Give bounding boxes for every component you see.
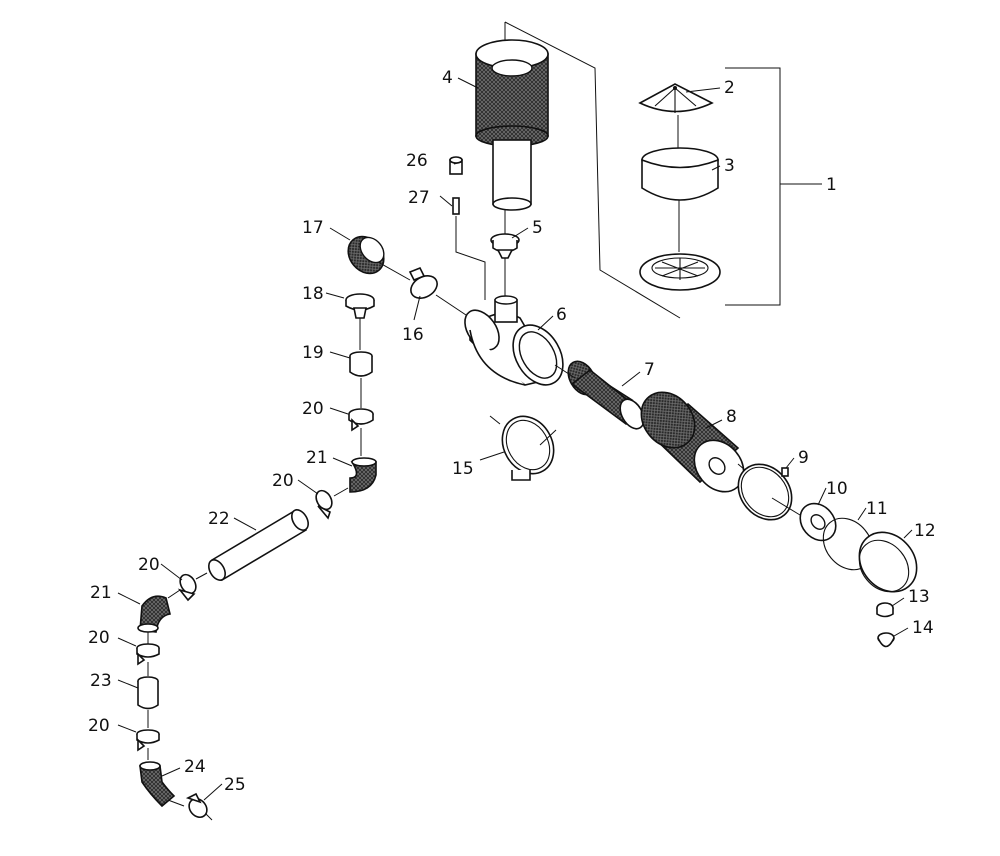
callout-12: 12 <box>914 521 936 541</box>
nut-13-cap-14 <box>876 602 895 648</box>
ring-part <box>641 147 719 252</box>
clamp-20-d <box>136 643 160 676</box>
callout-24: 24 <box>184 757 206 777</box>
elbow-21-a <box>333 457 377 497</box>
washer-10 <box>799 502 837 542</box>
callout-15: 15 <box>452 459 474 479</box>
callout-8: 8 <box>726 407 737 427</box>
callout-10: 10 <box>826 479 848 499</box>
mounting-strap-15 <box>489 415 557 481</box>
callout-19: 19 <box>302 343 324 363</box>
clamp-18 <box>345 293 375 350</box>
callout-20-d: 20 <box>88 628 110 648</box>
callout-13: 13 <box>908 587 930 607</box>
callout-17: 17 <box>302 218 324 238</box>
callout-27: 27 <box>408 188 430 208</box>
callout-9: 9 <box>798 448 809 468</box>
connector-23 <box>137 676 159 728</box>
main-filter-element <box>640 391 745 493</box>
callout-4: 4 <box>442 68 453 88</box>
elbow-21-b <box>137 595 171 644</box>
callout-2: 2 <box>724 78 735 98</box>
callout-20-c: 20 <box>138 555 160 575</box>
clamp-25 <box>185 792 213 821</box>
tube-22 <box>195 508 309 582</box>
callout-1: 1 <box>826 175 837 195</box>
fitting-26-27 <box>449 156 486 300</box>
callout-leaders <box>117 77 913 801</box>
callout-5: 5 <box>532 218 543 238</box>
cap-disc-part <box>638 83 714 150</box>
callout-21-b: 21 <box>90 583 112 603</box>
end-cover-12 <box>858 531 918 593</box>
clamp-20-a <box>348 408 374 456</box>
callout-14: 14 <box>912 618 934 638</box>
callout-16: 16 <box>402 325 424 345</box>
callout-6: 6 <box>556 305 567 325</box>
inner-filter-element <box>554 360 645 430</box>
filter-housing <box>464 295 564 386</box>
callout-20-a: 20 <box>302 399 324 419</box>
assembly-1-bracket <box>725 67 822 306</box>
callout-20-e: 20 <box>88 716 110 736</box>
clamp-20-b <box>315 489 333 520</box>
callout-11: 11 <box>866 499 888 519</box>
vortex-disc-part <box>639 253 721 291</box>
callout-labels: 1 2 3 4 5 6 7 8 9 10 11 12 13 14 15 16 1… <box>88 68 936 795</box>
clamp-5 <box>490 233 520 300</box>
elbow-24 <box>139 761 185 808</box>
clamp-20-e <box>136 729 160 760</box>
callout-7: 7 <box>644 360 655 380</box>
callout-26: 26 <box>406 151 428 171</box>
callout-3: 3 <box>724 156 735 176</box>
callout-20-b: 20 <box>272 471 294 491</box>
clamp-20-c <box>167 573 197 602</box>
hose-17-clamp-16 <box>347 235 467 316</box>
callout-22: 22 <box>208 509 230 529</box>
callout-21-a: 21 <box>306 448 328 468</box>
callout-25: 25 <box>224 775 246 795</box>
callout-23: 23 <box>90 671 112 691</box>
callout-18: 18 <box>302 284 324 304</box>
band-ring-9 <box>737 463 801 521</box>
connector-19 <box>349 351 373 408</box>
precleaner-part <box>475 39 549 235</box>
